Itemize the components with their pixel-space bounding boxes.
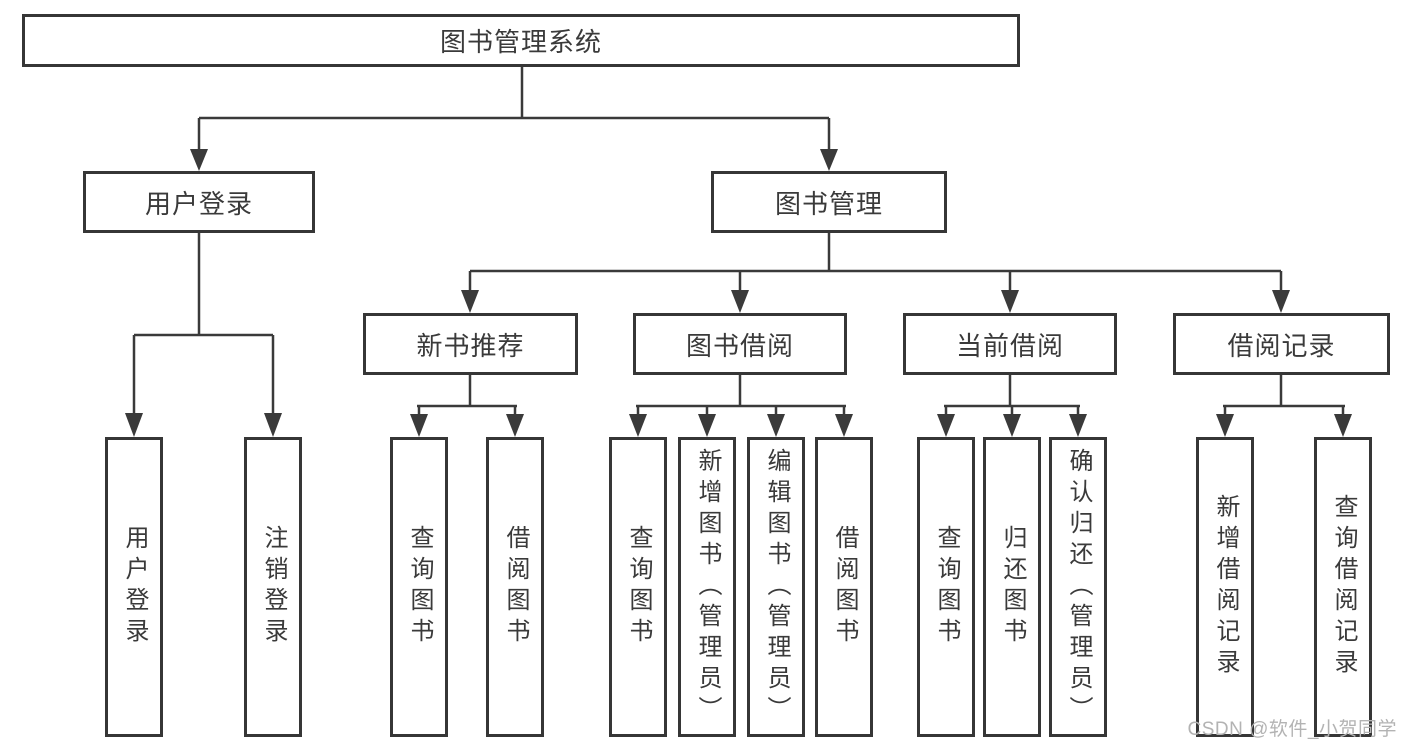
arrow-down-icon bbox=[1334, 414, 1352, 437]
node-label: 图书管理 bbox=[774, 188, 883, 219]
arrow-down-icon bbox=[461, 290, 479, 313]
node-label: 图书借阅 bbox=[685, 330, 794, 361]
arrow-down-icon bbox=[410, 414, 428, 437]
node-user-login: 用户登录 bbox=[83, 171, 315, 233]
connector-current-to-leaves bbox=[937, 375, 1087, 437]
arrow-down-icon bbox=[1272, 290, 1290, 313]
node-label: 新增图书（管理员） bbox=[694, 447, 721, 727]
leaf-return-book: 归还图书 bbox=[983, 437, 1041, 737]
node-book-management: 图书管理 bbox=[711, 171, 947, 233]
leaf-borrow-books: 借阅图书 bbox=[815, 437, 873, 737]
arrow-down-icon bbox=[1216, 414, 1234, 437]
arrow-down-icon bbox=[1001, 290, 1019, 313]
node-book-borrow: 图书借阅 bbox=[633, 313, 847, 375]
arrow-down-icon bbox=[125, 413, 143, 437]
node-label: 注销登录 bbox=[260, 525, 287, 649]
arrow-down-icon bbox=[1003, 414, 1021, 437]
node-label: 新增借阅记录 bbox=[1212, 494, 1239, 680]
leaf-borrow-books-recommend: 借阅图书 bbox=[486, 437, 544, 737]
node-new-book-recommend: 新书推荐 bbox=[363, 313, 578, 375]
connector-userlogin-to-leaves bbox=[125, 233, 282, 437]
node-label: 新书推荐 bbox=[416, 330, 525, 361]
connector-root-to-level2 bbox=[190, 67, 838, 171]
leaf-user-login: 用户登录 bbox=[105, 437, 163, 737]
node-label: 查询图书 bbox=[625, 525, 652, 649]
leaf-confirm-return-admin: 确认归还（管理员） bbox=[1049, 437, 1107, 737]
arrow-down-icon bbox=[506, 414, 524, 437]
leaf-query-books-recommend: 查询图书 bbox=[390, 437, 448, 737]
arrow-down-icon bbox=[698, 414, 716, 437]
arrow-down-icon bbox=[1069, 414, 1087, 437]
connector-records-to-leaves bbox=[1216, 375, 1352, 437]
node-label: 图书管理系统 bbox=[439, 27, 602, 57]
node-label: 查询图书 bbox=[406, 525, 433, 649]
leaf-edit-book-admin: 编辑图书（管理员） bbox=[747, 437, 805, 737]
leaf-add-borrow-record: 新增借阅记录 bbox=[1196, 437, 1254, 737]
node-label: 确认归还（管理员） bbox=[1065, 447, 1092, 727]
node-label: 借阅图书 bbox=[831, 525, 858, 649]
node-label: 归还图书 bbox=[999, 525, 1026, 649]
node-label: 查询借阅记录 bbox=[1330, 494, 1357, 680]
node-label: 借阅图书 bbox=[502, 525, 529, 649]
arrow-down-icon bbox=[820, 149, 838, 171]
arrow-down-icon bbox=[629, 414, 647, 437]
connector-recommend-to-leaves bbox=[410, 375, 524, 437]
node-label: 用户登录 bbox=[121, 525, 148, 649]
arrow-down-icon bbox=[731, 290, 749, 313]
arrow-down-icon bbox=[264, 413, 282, 437]
node-label: 借阅记录 bbox=[1227, 330, 1336, 361]
node-label: 用户登录 bbox=[144, 188, 253, 219]
node-label: 编辑图书（管理员） bbox=[763, 447, 790, 727]
csdn-watermark: CSDN @软件_小贺同学 bbox=[1187, 719, 1397, 740]
node-label: 查询图书 bbox=[933, 525, 960, 649]
connector-bookmgmt-to-level3 bbox=[461, 233, 1290, 313]
node-current-borrow: 当前借阅 bbox=[903, 313, 1117, 375]
leaf-query-books-borrow: 查询图书 bbox=[609, 437, 667, 737]
arrow-down-icon bbox=[767, 414, 785, 437]
arrow-down-icon bbox=[937, 414, 955, 437]
leaf-query-books-current: 查询图书 bbox=[917, 437, 975, 737]
node-borrow-records: 借阅记录 bbox=[1173, 313, 1390, 375]
arrow-down-icon bbox=[190, 149, 208, 171]
connector-borrow-to-leaves bbox=[629, 375, 853, 437]
leaf-add-book-admin: 新增图书（管理员） bbox=[678, 437, 736, 737]
node-library-system: 图书管理系统 bbox=[22, 14, 1020, 67]
leaf-logout: 注销登录 bbox=[244, 437, 302, 737]
arrow-down-icon bbox=[835, 414, 853, 437]
node-label: 当前借阅 bbox=[955, 330, 1064, 361]
leaf-query-borrow-record: 查询借阅记录 bbox=[1314, 437, 1372, 737]
